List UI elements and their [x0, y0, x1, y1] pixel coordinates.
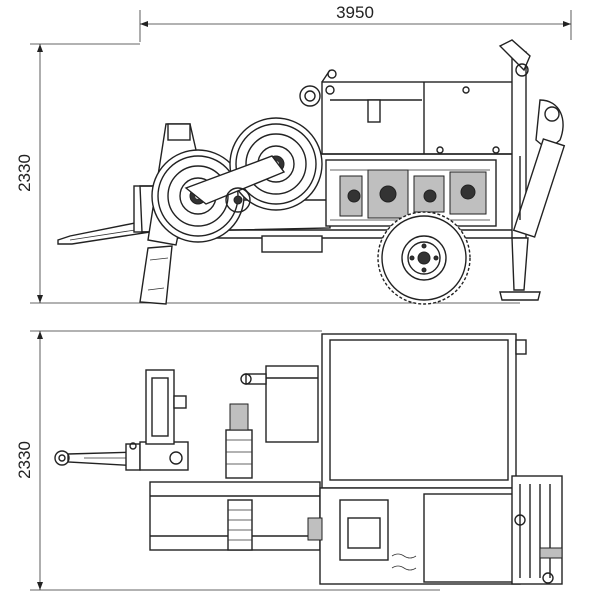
cable-guide [139, 245, 173, 305]
front-guard [145, 369, 175, 445]
jack-foot [499, 291, 541, 301]
top-view [54, 333, 563, 585]
hood-latch [367, 99, 381, 123]
jack-stand [511, 237, 529, 291]
tank-box [423, 493, 519, 583]
rear-wheel [377, 211, 471, 305]
dimension-side-height-label: 2330 [15, 154, 34, 192]
chassis-box [261, 235, 323, 253]
engine-hood [321, 81, 523, 155]
wheel-link-bar [184, 155, 286, 205]
center-gearbox [225, 403, 253, 479]
center-spring [227, 499, 253, 551]
idler-gear [225, 187, 251, 213]
dimension-length-label: 3950 [336, 3, 374, 22]
control-wheel [299, 85, 321, 107]
dimension-top-height: 2330 [15, 330, 440, 591]
top-drawbar [54, 442, 141, 471]
dimension-side-height: 2330 [15, 43, 520, 304]
engine-cover [321, 333, 517, 489]
drawbar [57, 185, 155, 245]
front-crossmember [139, 441, 189, 471]
dimension-top-height-label: 2330 [15, 441, 34, 479]
side-view [57, 39, 566, 305]
battery-box [339, 499, 389, 561]
hydraulic-cylinder [512, 138, 566, 238]
top-roller [498, 39, 531, 72]
dimension-length: 3950 [139, 3, 572, 42]
rear-capstan [511, 475, 563, 585]
